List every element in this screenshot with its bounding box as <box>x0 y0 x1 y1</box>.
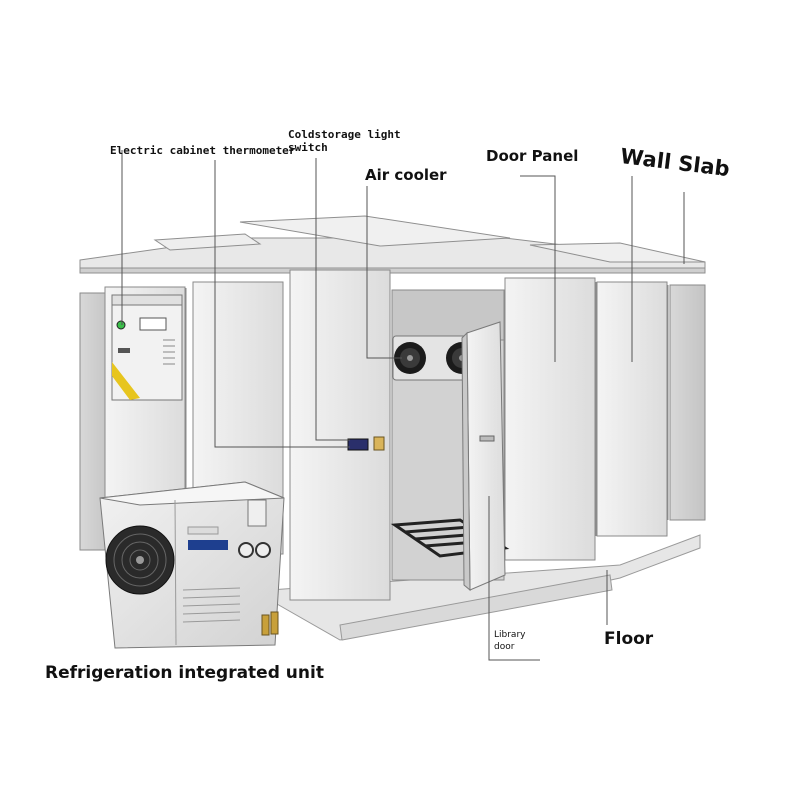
label-floor: Floor <box>604 629 654 649</box>
label-electric-cabinet-thermometer: Electric cabinet thermometer <box>110 144 296 157</box>
leader-lines <box>121 150 685 661</box>
front-center-panel <box>289 269 391 601</box>
pressure-gauge-low <box>238 542 254 558</box>
thermometer-indicator-icon <box>116 320 126 330</box>
label-library-door-line1: Library <box>494 630 526 640</box>
electric-control-cabinet <box>111 294 183 401</box>
label-refrigeration-integrated-unit: Refrigeration integrated unit <box>45 663 324 683</box>
label-coldstorage-light-switch-line2: switch <box>288 141 328 154</box>
leader-door-panel <box>520 175 556 362</box>
cabinet-display <box>139 317 167 331</box>
library-door-leaf <box>461 321 506 592</box>
label-coldstorage-light-switch-line1: Coldstorage light <box>288 128 401 141</box>
leader-cabinet <box>214 160 350 448</box>
roof-slabs <box>79 215 706 274</box>
warning-stripe <box>112 362 140 400</box>
brand-plate <box>188 540 228 550</box>
door-handle-icon <box>479 435 495 442</box>
floor-slab-front <box>339 574 613 641</box>
right-panel-1 <box>504 277 596 561</box>
label-door-panel: Door Panel <box>486 147 579 165</box>
label-air-cooler: Air cooler <box>365 166 447 184</box>
refrigeration-unit <box>99 481 285 649</box>
light-switch <box>347 436 385 451</box>
right-panel-3 <box>669 284 706 521</box>
leader-air-cooler <box>366 186 402 359</box>
leader-light-switch <box>315 158 350 441</box>
leader-library-door <box>488 496 540 661</box>
floor-slab <box>269 534 701 641</box>
pressure-gauge-high <box>255 542 271 558</box>
label-library-door-line2: door <box>494 642 515 652</box>
